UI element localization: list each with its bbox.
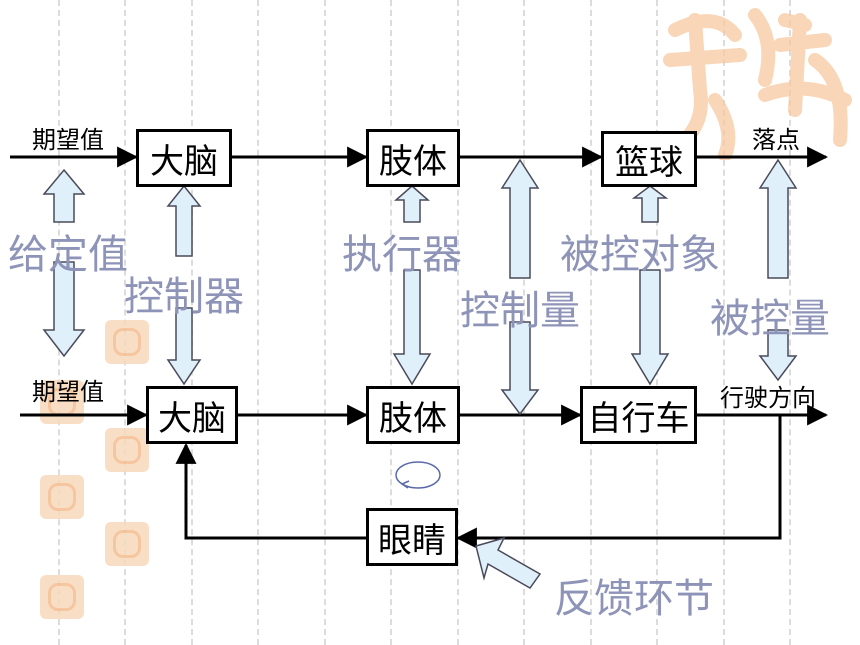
controlled-object-label: 被控对象 xyxy=(560,232,720,278)
feedback-label: 反馈环节 xyxy=(554,576,714,622)
top-output-label: 落点 xyxy=(752,126,800,154)
seal-stamp-icon xyxy=(105,320,149,364)
bottom-bicycle-box: 自行车 xyxy=(580,386,697,444)
seal-stamp-icon xyxy=(105,428,149,472)
feedback-line xyxy=(455,415,782,549)
controlled-variable-up-arrow xyxy=(758,158,798,279)
top-ball-box: 篮球 xyxy=(601,131,697,187)
eyes-box: 眼睛 xyxy=(366,508,458,566)
top-brain-box: 大脑 xyxy=(136,129,232,187)
actuator-up-arrow xyxy=(394,185,430,223)
bottom-limb-box: 肢体 xyxy=(366,386,460,444)
actuator-label: 执行器 xyxy=(342,232,462,278)
bottom-brain-box: 大脑 xyxy=(146,386,238,444)
controller-up-arrow xyxy=(166,184,202,257)
seal-stamp-icon xyxy=(40,575,84,619)
seal-stamp-icon xyxy=(40,475,84,519)
feedback-to-brain-line xyxy=(175,442,366,540)
controlled-variable-label: 被控量 xyxy=(710,296,830,342)
top-input-label: 期望值 xyxy=(32,126,104,154)
control-variable-double-arrow xyxy=(500,158,540,279)
controlled-variable-down-arrow xyxy=(758,329,798,382)
bottom-input-label: 期望值 xyxy=(32,378,104,406)
seal-stamp-icon xyxy=(40,380,84,424)
top-limb-box: 肢体 xyxy=(366,129,460,187)
actuator-down-arrow xyxy=(392,269,432,386)
watermark-seal-icon xyxy=(663,8,852,160)
rotation-ellipse-icon xyxy=(395,461,441,489)
controlled-object-up-arrow xyxy=(631,185,669,223)
setpoint-double-arrow xyxy=(42,168,86,223)
setpoint-label: 给定值 xyxy=(8,232,128,278)
control-variable-label: 控制量 xyxy=(460,288,580,334)
controlled-object-down-arrow xyxy=(630,269,670,386)
feedback-pointer-arrow xyxy=(475,536,542,589)
bottom-output-label: 行驶方向 xyxy=(720,384,816,412)
controller-label: 控制器 xyxy=(124,274,244,320)
seal-stamp-icon xyxy=(105,522,149,566)
controller-down-arrow xyxy=(166,307,202,386)
